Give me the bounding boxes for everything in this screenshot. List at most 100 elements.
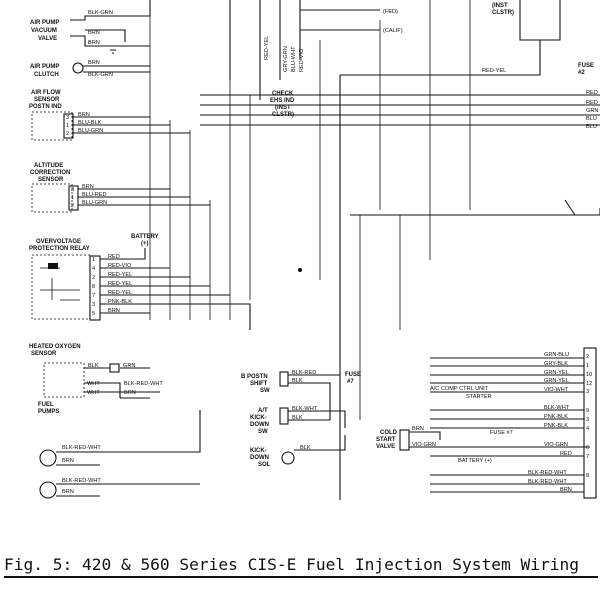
wire-label: BLU-GRN [78, 128, 103, 134]
wire-label: WHT [87, 390, 100, 396]
wire-label: VIO-GRN [412, 442, 436, 448]
wire-label: GRN-BLU [544, 352, 569, 358]
pin-number: 7 [586, 454, 589, 460]
air-pump-vacuum-valve-label-1: AIR PUMP [30, 20, 59, 26]
fuel-pumps-label-1: FUEL [38, 402, 54, 408]
wire-label: RED-VIO [108, 263, 132, 269]
pin-number: 9 [586, 408, 589, 414]
wire-label: BLK [88, 363, 99, 369]
wire-label: BRN [412, 426, 424, 432]
wire-label: BRN [62, 458, 74, 464]
figure-caption: Fig. 5: 420 & 560 Series CIS-E Fuel Inje… [4, 555, 579, 574]
wire-label: RED-YEL [108, 281, 132, 287]
oxygen-connector [109, 363, 120, 373]
junction-dot [298, 268, 302, 272]
right-harness: RED RED GRN BLU BLU GRN-BLU GRY-BLK GRN-… [200, 75, 600, 500]
wire-label: BRN [62, 489, 74, 495]
altitude-connector [68, 185, 79, 211]
relay-connector [89, 255, 101, 321]
kickdown-sol-label-1: KICK- [250, 448, 267, 454]
wire-label: RED [560, 451, 572, 457]
wire-label: RED-YEL [108, 272, 132, 278]
kickdown-sw-label-4: SW [258, 429, 268, 435]
wire-label: RED [586, 90, 598, 96]
altitude-label-3: SENSOR [38, 177, 64, 183]
ac-comp-ctrl-label: A/C COMP CTRL UNIT [430, 386, 489, 392]
right-bus-wires [200, 75, 600, 500]
pin-number: 2 [71, 203, 74, 209]
battery-plus-label: (+) [141, 241, 149, 247]
relay-wires [100, 248, 251, 330]
clutch-wires [83, 65, 150, 73]
kickdown-sw-wires [288, 410, 346, 428]
altitude-sensor-box [31, 183, 73, 213]
fuse-7-right-label: FUSE #7 [490, 430, 513, 436]
pin-number: 6 [586, 445, 589, 451]
air-flow-sensor-box [31, 111, 73, 141]
kickdown-sw-label-3: DOWN [250, 422, 269, 428]
wire-label: RED-VIO [299, 48, 305, 72]
pin-number: 10 [586, 372, 592, 378]
wire-label: BLU-WHT [291, 46, 297, 72]
pin-number: 8 [586, 473, 589, 479]
air-flow-sensor: AIR FLOW SENSOR POSTN IND 3 1 2 BRN BLU-… [29, 90, 190, 141]
pin-number: 3 [92, 302, 95, 308]
wire-label: BRN [88, 40, 100, 46]
kickdown-sol-coil [281, 451, 295, 465]
caption-underline [4, 576, 598, 578]
kickdown-sol-label-3: SOL [258, 462, 271, 468]
overvoltage-relay: OVERVOLTAGE PROTECTION RELAY BATTERY (+)… [29, 234, 302, 330]
wire-label: BRN [88, 30, 100, 36]
wire-label: BRN [78, 112, 90, 118]
kickdown-solenoid: KICK- DOWN SOL BLK [250, 435, 346, 468]
wire-label: GRY-BLK [544, 361, 568, 367]
pin-number: 7 [92, 293, 95, 299]
relay-label-1: OVERVOLTAGE [36, 239, 81, 245]
air-flow-label-1: AIR FLOW [31, 90, 61, 96]
clutch-coil [72, 62, 84, 74]
fuse-7-label: FUSE [345, 372, 361, 378]
pin-number: 1 [71, 195, 74, 201]
wire-label: BLK-RED-WHT [62, 445, 101, 451]
kickdown-sol-label-2: DOWN [250, 455, 269, 461]
air-pump-vacuum-wires [70, 15, 150, 47]
wire-label: GRN [586, 108, 598, 114]
air-flow-label-2: SENSOR [34, 97, 60, 103]
pin-number: 4 [92, 266, 95, 272]
pin-number: 3 [586, 417, 589, 423]
pin-number: 1 [66, 123, 69, 129]
wire-label: BLU [586, 124, 597, 130]
fed-label: (FED) [383, 9, 398, 15]
kickdown-sol-wires [294, 435, 346, 451]
oxygen-wires [84, 367, 160, 399]
wire-label: BLK-GRN [88, 72, 113, 78]
oxygen-sensor-label-2: SENSOR [31, 351, 57, 357]
cold-start-connector [399, 429, 410, 451]
pin-number: 2 [586, 354, 589, 360]
kickdown-sw-label-2: KICK- [250, 415, 267, 421]
right-connector-wires [430, 357, 584, 493]
wire-label: BLK [292, 378, 303, 384]
altitude-sensor: ALTITUDE CORRECTION SENSOR 3 1 2 BRN BLU… [30, 163, 210, 213]
wire-label: PNK-BLK [544, 423, 568, 429]
fuse-2-label: FUSE [578, 63, 594, 69]
wire-label: GRY-GRN [283, 46, 289, 72]
shift-sw-connector [279, 371, 289, 387]
wire-label: BLK-WHT [292, 406, 318, 412]
fuse-2-number: #2 [578, 70, 585, 76]
wire-label: BLK-RED [292, 370, 316, 376]
relay-internal [40, 267, 80, 301]
check-label-3: (INST [275, 105, 291, 111]
pin-number: 5 [92, 311, 95, 317]
shift-sw-label-2: SHIFT [250, 381, 268, 387]
altitude-label-1: ALTITUDE [34, 163, 63, 169]
wire-label: RED-YEL [108, 290, 132, 296]
shift-sw-wires [288, 374, 340, 420]
cold-start-label-2: START [376, 437, 396, 443]
air-pump-vacuum-valve-label-2: VACUUM [31, 28, 57, 34]
pin-number: 3 [586, 389, 589, 395]
wire-label: BRN [560, 487, 572, 493]
air-flow-connector [63, 113, 74, 139]
pin-number: 4 [586, 426, 589, 432]
fuel-pump-wires [56, 410, 201, 497]
